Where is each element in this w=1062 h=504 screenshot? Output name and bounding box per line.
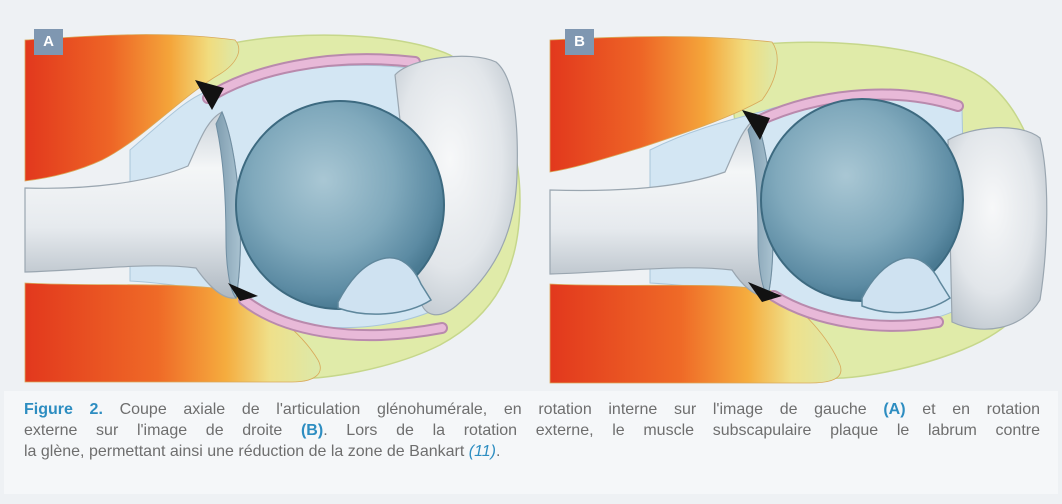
caption-text: . xyxy=(496,443,500,460)
panel-a-label: A xyxy=(34,29,63,55)
caption-text: et en rotation xyxy=(906,401,1041,418)
panel-b-illustration xyxy=(550,37,1047,384)
caption-text: externe sur l'image de droite xyxy=(24,422,301,439)
panel-a-illustration xyxy=(25,35,520,382)
caption-text: Coupe axiale de l'articulation glénohumé… xyxy=(103,401,883,418)
figure-caption: Figure 2. Coupe axiale de l'articulation… xyxy=(4,391,1058,494)
panel-b-label: B xyxy=(565,29,594,55)
caption-line-1: Figure 2. Coupe axiale de l'articulation… xyxy=(24,399,1040,420)
panel-b-humerus-bone xyxy=(948,128,1047,330)
panel-reference-b: (B) xyxy=(301,422,323,439)
caption-text: la glène, permettant ainsi une réduction… xyxy=(24,443,469,460)
caption-line-3: la glène, permettant ainsi une réduction… xyxy=(24,441,1040,462)
figure-number: Figure 2. xyxy=(24,401,103,418)
panel-reference-a: (A) xyxy=(883,401,905,418)
figure-illustrations xyxy=(0,0,1062,390)
caption-text: . Lors de la rotation externe, le muscle… xyxy=(323,422,1040,439)
caption-line-2: externe sur l'image de droite (B). Lors … xyxy=(24,420,1040,441)
citation-reference: (11) xyxy=(469,443,496,460)
